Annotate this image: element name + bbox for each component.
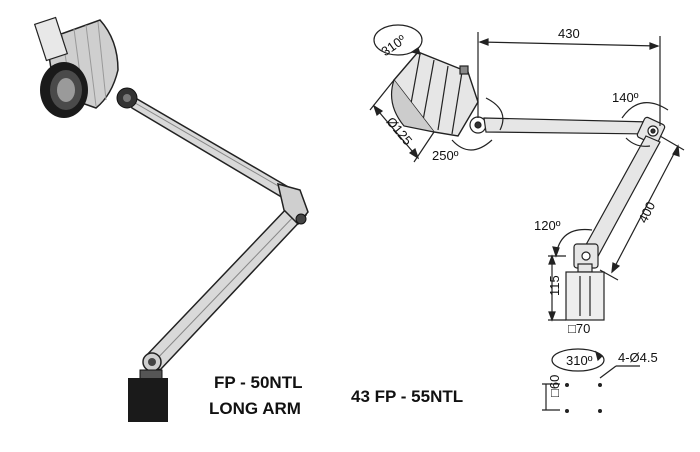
dim-115-lines — [548, 254, 566, 322]
label-base-angle: 120º — [534, 218, 561, 233]
model-left-line1: FP - 50NTL — [214, 373, 302, 392]
dim-60-lines — [542, 383, 560, 411]
label-base-height: 115 — [547, 275, 562, 296]
label-mount-holes: 4-Ø4.5 — [618, 350, 658, 365]
label-base-width: □70 — [568, 321, 590, 336]
dim-400-lines — [599, 135, 685, 281]
drawing-base — [565, 263, 605, 321]
model-labels: FP - 50NTL LONG ARM 43 FP - 55NTL — [209, 373, 463, 418]
elbow-joint — [276, 182, 309, 226]
lamp-photo — [33, 16, 309, 422]
label-400: 400 — [635, 199, 658, 225]
model-left-line2: LONG ARM — [209, 399, 301, 418]
dim-diameter-lines — [369, 79, 435, 163]
drawing-elbow — [636, 116, 666, 146]
technical-drawing — [369, 24, 685, 413]
dim-elbow-arc — [621, 102, 669, 147]
dim-base-arc — [552, 228, 593, 258]
lower-arm — [142, 204, 308, 372]
dim-holes-leader — [599, 365, 640, 379]
label-head-tilt: 250º — [432, 148, 459, 163]
drawing-upper-arm — [483, 117, 653, 135]
label-elbow-angle: 140º — [612, 90, 639, 105]
lamp-base — [128, 369, 168, 422]
upper-arm — [123, 90, 302, 210]
drawing-head — [391, 51, 479, 137]
mount-hole-dots — [565, 383, 602, 413]
label-mount-spacing: □60 — [547, 375, 562, 397]
dim-head-rotation-arc — [373, 24, 423, 56]
label-base-rotation: 310º — [566, 353, 593, 368]
drawing-base-joint — [573, 243, 599, 269]
dim-430-lines — [477, 32, 661, 126]
head-joint — [116, 87, 138, 109]
model-right: 43 FP - 55NTL — [351, 387, 463, 406]
label-430: 430 — [558, 26, 580, 41]
dim-base-rotation-arc — [551, 348, 605, 372]
lamp-head — [33, 16, 119, 118]
drawing-lower-arm — [581, 135, 661, 261]
dim-tilt-arc — [451, 97, 504, 151]
base-joint — [142, 352, 162, 372]
